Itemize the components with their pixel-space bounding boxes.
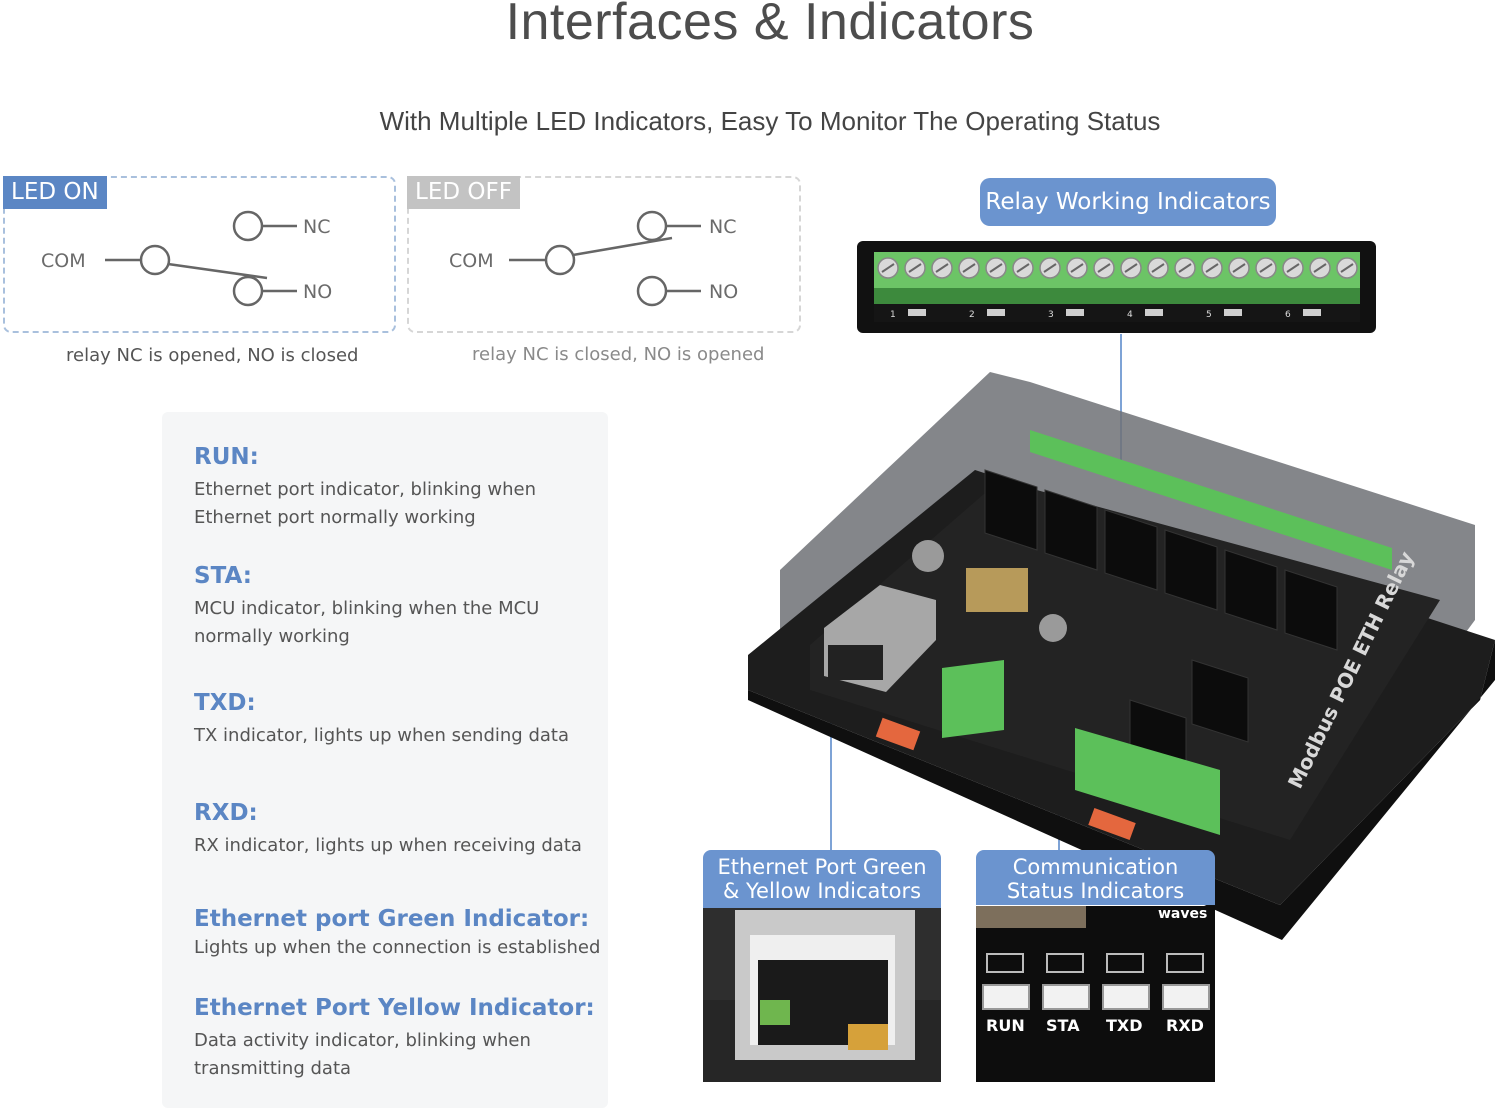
indicator-desc-line: RX indicator, lights up when receiving d… [194, 835, 582, 856]
status-led-label: STA [1046, 1016, 1080, 1035]
no-label: NO [709, 281, 738, 303]
indicator-item-run: RUN: Ethernet port indicator, blinking w… [194, 444, 536, 532]
led-off-caption: relay NC is closed, NO is opened [472, 344, 765, 365]
ethernet-port-inset [703, 906, 941, 1082]
callout-line: & Yellow Indicators [722, 879, 922, 903]
indicator-title: RUN: [194, 444, 259, 470]
status-led-icon [982, 984, 1030, 1010]
relay-number-label: 2 [969, 310, 975, 320]
relay-block [1044, 489, 1098, 571]
indicator-desc-line: MCU indicator, blinking when the MCU [194, 598, 540, 619]
indicator-desc: Data activity indicator, blinking when t… [194, 1027, 595, 1083]
relay-terminal-strip [857, 241, 1376, 333]
indicator-desc-line: Ethernet port normally working [194, 507, 476, 528]
page-title: Interfaces & Indicators [505, 0, 1035, 51]
status-led-label: RXD [1166, 1016, 1204, 1035]
relay-block [1164, 529, 1218, 611]
indicator-item-sta: STA: MCU indicator, blinking when the MC… [194, 563, 539, 651]
status-led-icon [1042, 984, 1090, 1010]
switch-on-schematic: COM NC NO [41, 210, 332, 307]
led-on-diagram: COM NC NO LED ON [3, 176, 396, 333]
led-on-tag: LED ON [3, 176, 107, 209]
led-off-tag: LED OFF [407, 176, 520, 209]
relay-block [1284, 569, 1338, 651]
indicator-title: STA: [194, 563, 252, 589]
relay-number-label: 5 [1206, 310, 1212, 320]
led-on-caption: relay NC is opened, NO is closed [66, 345, 359, 366]
indicator-desc-line: Lights up when the connection is establi… [194, 937, 601, 958]
relay-led-icon [908, 309, 926, 316]
status-led-label: TXD [1106, 1016, 1143, 1035]
page-subtitle: With Multiple LED Indicators, Easy To Mo… [379, 106, 1161, 136]
callout-line: Communication [1012, 855, 1179, 879]
switch-off-schematic: COM NC NO [449, 210, 738, 307]
callout-line: Status Indicators [1006, 879, 1185, 903]
communication-leds-inset: waves RUN STA TXD RXD [976, 906, 1215, 1082]
relay-number-label: 4 [1127, 310, 1133, 320]
yellow-led-icon [848, 1024, 888, 1050]
relay-block [1224, 549, 1278, 631]
indicator-item-eth-yellow: Ethernet Port Yellow Indicator: Data act… [194, 995, 595, 1083]
callout-line: Ethernet Port Green [717, 855, 927, 879]
indicator-desc: MCU indicator, blinking when the MCU nor… [194, 595, 539, 651]
relay-block [1191, 659, 1249, 743]
com-label: COM [41, 250, 86, 272]
relay-number-label: 6 [1285, 310, 1291, 320]
relay-led-icon [1303, 309, 1321, 316]
relay-led-icon [1066, 309, 1084, 316]
indicator-desc-line: transmitting data [194, 1058, 352, 1079]
indicator-desc: TX indicator, lights up when sending dat… [194, 722, 569, 750]
status-led-icon [1162, 984, 1210, 1010]
indicator-desc: Lights up when the connection is establi… [194, 934, 600, 962]
indicator-description-panel: RUN: Ethernet port indicator, blinking w… [162, 412, 608, 1108]
nc-label: NC [303, 216, 330, 238]
indicator-desc-line: Data activity indicator, blinking when [194, 1030, 531, 1051]
led-off-diagram: COM NC NO LED OFF [407, 176, 801, 333]
relay-led-icon [987, 309, 1005, 316]
green-led-icon [760, 1000, 790, 1025]
nc-label: NC [709, 216, 736, 238]
indicator-title: Ethernet Port Yellow Indicator: [194, 995, 595, 1021]
indicator-desc: Ethernet port indicator, blinking when E… [194, 476, 536, 532]
ethernet-indicators-callout: Ethernet Port Green & Yellow Indicators [703, 850, 941, 908]
relay-led-icon [1224, 309, 1242, 316]
relay-block [1104, 509, 1158, 591]
indicator-title: TXD: [194, 690, 256, 716]
relay-indicators-callout: Relay Working Indicators [980, 178, 1276, 226]
indicator-item-rxd: RXD: RX indicator, lights up when receiv… [194, 800, 582, 860]
com-label: COM [449, 250, 494, 272]
relay-number-label: 3 [1048, 310, 1054, 320]
indicator-item-eth-green: Ethernet port Green Indicator: Lights up… [194, 906, 600, 962]
indicator-title: Ethernet port Green Indicator: [194, 906, 590, 932]
relay-board: Modbus POE ETH Relay [748, 372, 1495, 940]
indicator-desc-line: Ethernet port indicator, blinking when [194, 479, 536, 500]
indicator-desc-line: TX indicator, lights up when sending dat… [194, 725, 569, 746]
status-led-icon [1102, 984, 1150, 1010]
relay-led-icon [1145, 309, 1163, 316]
status-led-label: RUN [986, 1016, 1025, 1035]
indicator-item-txd: TXD: TX indicator, lights up when sendin… [194, 690, 569, 750]
indicator-title: RXD: [194, 800, 258, 826]
indicator-desc-line: normally working [194, 626, 350, 647]
no-label: NO [303, 281, 332, 303]
relay-number-label: 1 [890, 310, 896, 320]
indicator-desc: RX indicator, lights up when receiving d… [194, 832, 582, 860]
relay-block [984, 469, 1038, 551]
communication-indicators-callout: Communication Status Indicators [976, 850, 1215, 905]
waves-text: waves [1158, 906, 1207, 922]
